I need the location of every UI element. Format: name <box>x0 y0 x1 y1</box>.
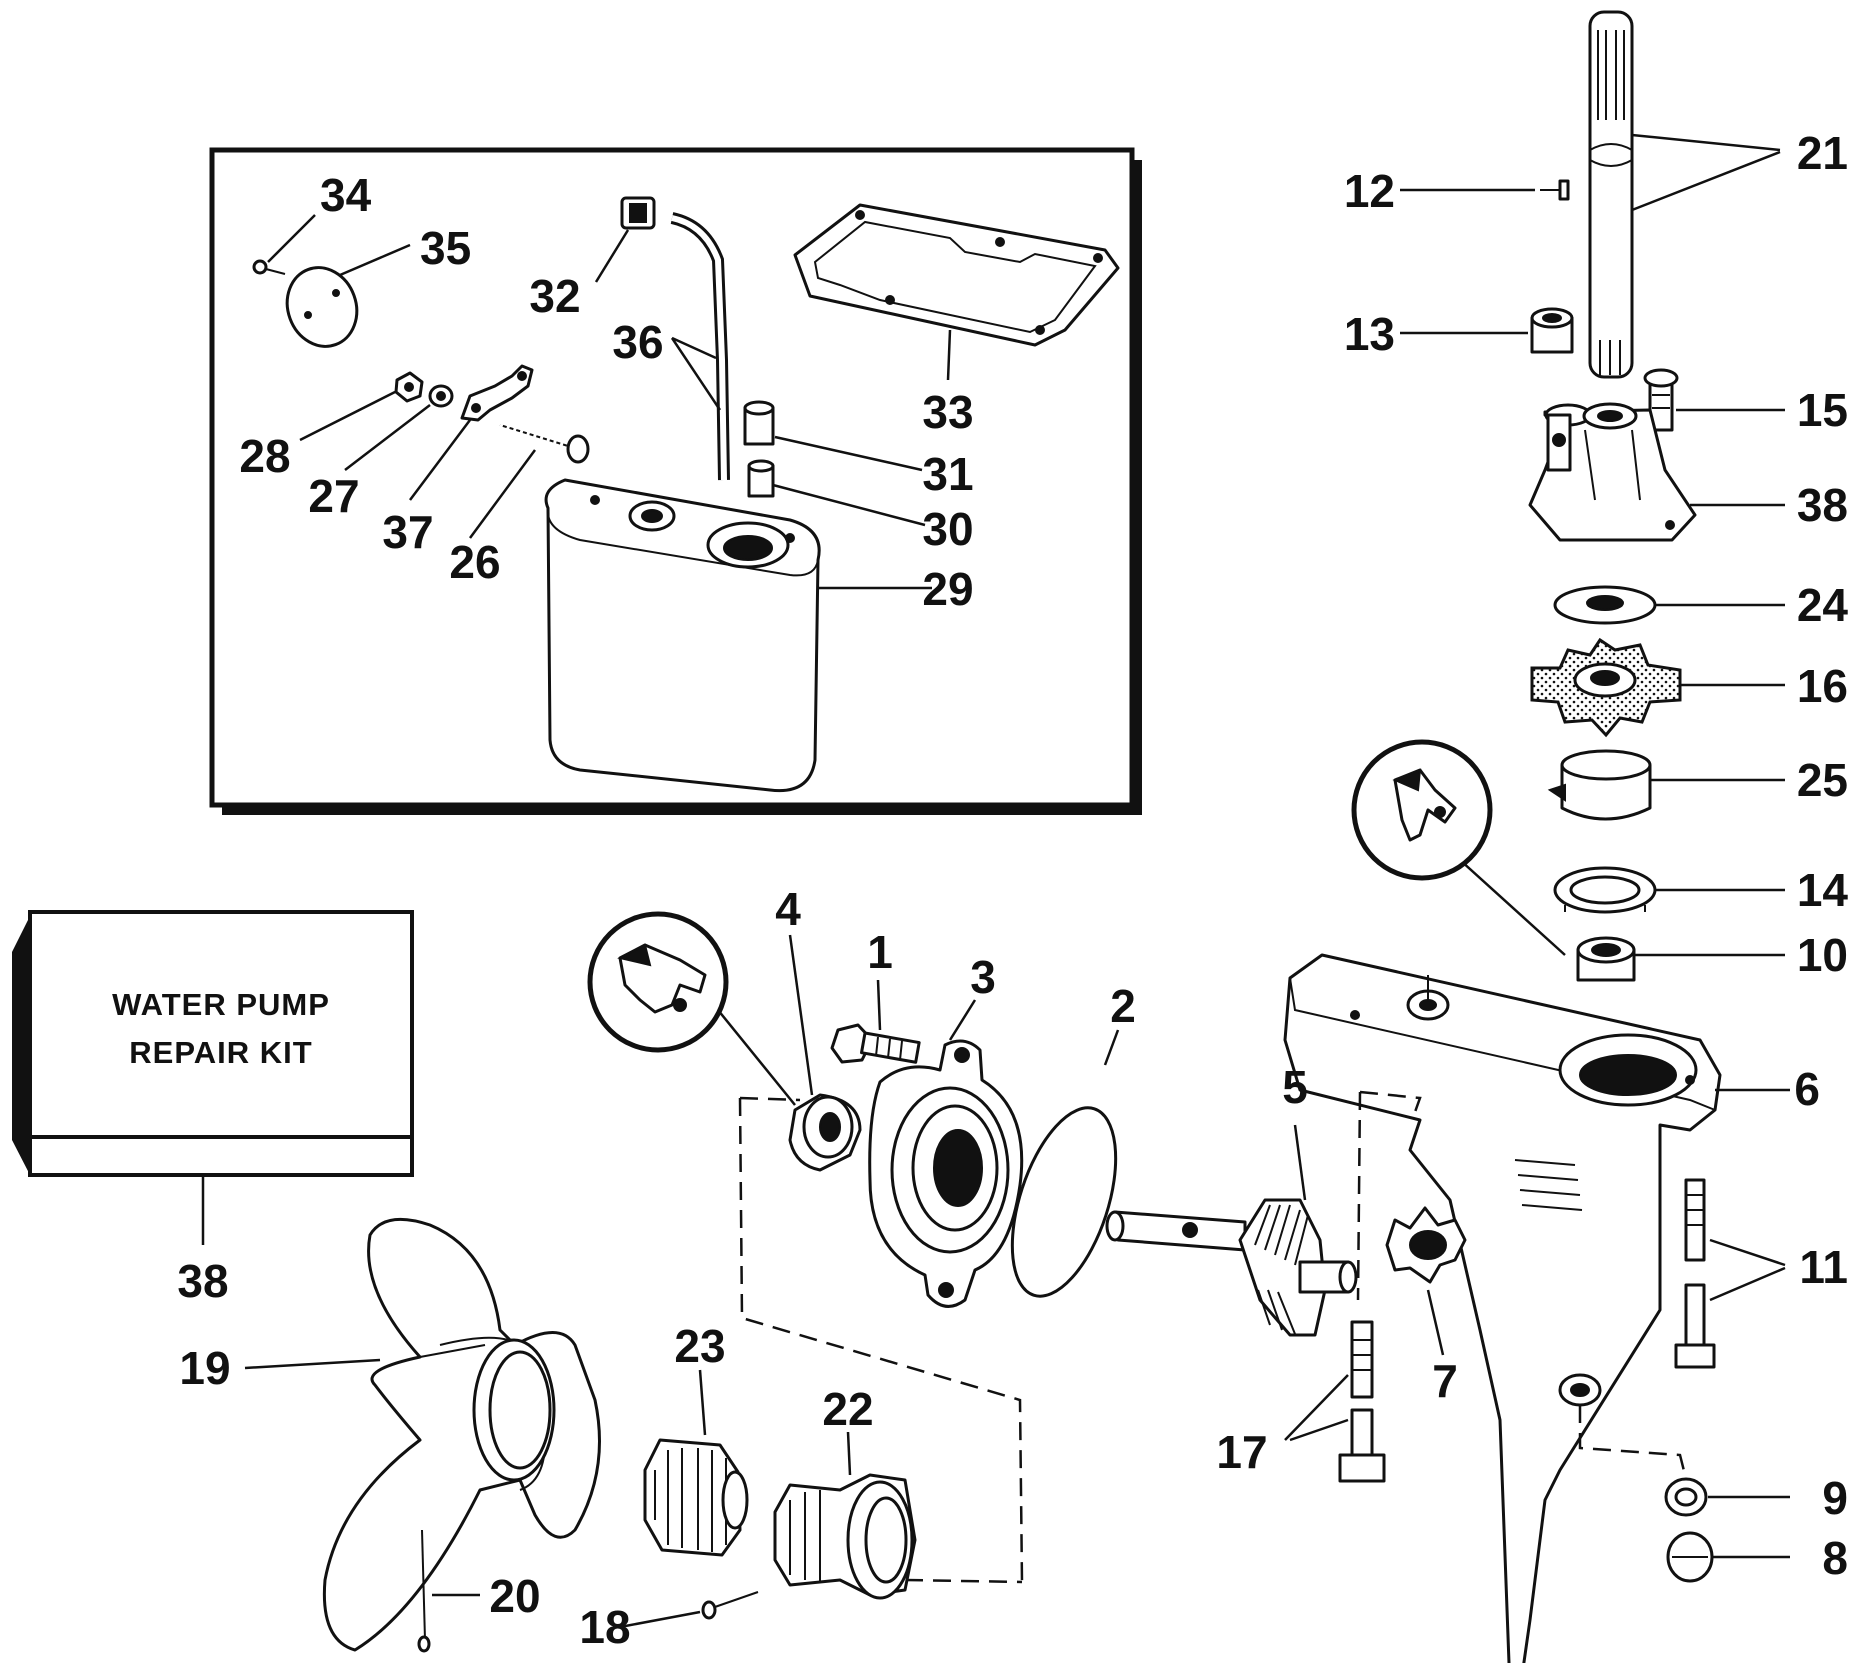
callout-21: 21 <box>1797 127 1848 179</box>
part-17-bolt <box>1338 1320 1386 1483</box>
part-28-nut <box>394 371 424 403</box>
callout-38-kit: 38 <box>177 1255 228 1307</box>
callout-19: 19 <box>179 1342 230 1394</box>
callout-24: 24 <box>1797 579 1849 631</box>
part-23-thrust-hub <box>643 1369 749 1557</box>
part-3-bearing-housing <box>868 999 1024 1308</box>
callout-5: 5 <box>1282 1061 1308 1113</box>
callout-13: 13 <box>1344 308 1395 360</box>
part-35-cover-plate <box>285 266 359 348</box>
part-22-hub-adapter <box>773 1431 917 1600</box>
callout-14: 14 <box>1797 864 1849 916</box>
callout-29: 29 <box>922 563 973 615</box>
leader-11b <box>1709 1266 1786 1302</box>
part-26-bolt <box>499 422 590 464</box>
part-12-pin <box>1540 179 1570 201</box>
callout-2: 2 <box>1110 980 1136 1032</box>
part-38-pump-housing <box>1528 402 1697 542</box>
callout-12: 12 <box>1344 165 1395 217</box>
callout-18: 18 <box>579 1601 630 1653</box>
dash-plug-path <box>1578 1405 1687 1476</box>
dash-assembly-bottom <box>904 1578 1023 1584</box>
part-37-bracket <box>460 364 534 422</box>
callout-8: 8 <box>1822 1532 1848 1584</box>
callout-30: 30 <box>922 503 973 555</box>
callout-17: 17 <box>1216 1426 1267 1478</box>
part-14-seal-ring <box>1553 866 1657 914</box>
part-15-screw <box>1643 368 1679 432</box>
part-36-tube <box>670 212 730 481</box>
callout-27: 27 <box>308 470 359 522</box>
part-16-impeller <box>1530 637 1682 738</box>
callout-4: 4 <box>775 883 801 935</box>
part-13-bushing <box>1530 307 1574 354</box>
part-34-screw <box>252 259 286 275</box>
part-11-studs <box>1674 1178 1716 1369</box>
callout-33: 33 <box>922 386 973 438</box>
callout-34: 34 <box>320 169 372 221</box>
callout-31: 31 <box>922 448 973 500</box>
part-27-washer <box>428 384 454 408</box>
callout-6: 6 <box>1794 1063 1820 1115</box>
callout-26: 26 <box>449 536 500 588</box>
part-7-gear <box>1385 1206 1467 1356</box>
part-6-gearcase <box>1283 953 1722 1663</box>
repair-kit-label-line1: WATER PUMP <box>112 987 330 1022</box>
callout-11: 11 <box>1799 1241 1848 1293</box>
callout-9: 9 <box>1822 1472 1848 1524</box>
callout-20: 20 <box>489 1570 540 1622</box>
part-1-bolt <box>830 979 921 1064</box>
repair-kit-box <box>12 910 414 1245</box>
callout-7: 7 <box>1432 1355 1458 1407</box>
part-33-gasket <box>793 203 1120 347</box>
part-5-drive-gear <box>1105 1124 1358 1337</box>
part-31-bushing <box>743 400 775 446</box>
part-10-bearing <box>1576 936 1636 982</box>
detail-circle-left <box>587 911 796 1106</box>
part-21-driveshaft <box>1588 10 1634 379</box>
callout-10: 10 <box>1797 929 1848 981</box>
part-29-exhaust-housing <box>544 478 821 793</box>
callout-23: 23 <box>674 1320 725 1372</box>
callout-38-housing: 38 <box>1797 479 1848 531</box>
callout-1: 1 <box>867 926 893 978</box>
leader-17 <box>1284 1374 1349 1442</box>
part-20-cotter-pin <box>417 1529 480 1653</box>
part-19-propeller <box>244 1217 601 1652</box>
part-32-grommet <box>620 196 656 230</box>
callout-15: 15 <box>1797 384 1848 436</box>
callout-36: 36 <box>612 316 663 368</box>
part-4-spacer <box>788 934 862 1172</box>
callout-28: 28 <box>239 430 290 482</box>
repair-kit-label-line2: REPAIR KIT <box>129 1035 312 1070</box>
part-25-liner <box>1547 749 1652 821</box>
dash-assembly-left <box>738 1096 1024 1583</box>
detail-circle-right <box>1351 739 1493 881</box>
callout-22: 22 <box>822 1383 873 1435</box>
part-2-o-ring <box>1010 1029 1120 1298</box>
inset-leader-lines <box>267 214 952 590</box>
dash-assembly-right <box>1356 1090 1422 1301</box>
callout-37: 37 <box>382 506 433 558</box>
callout-25: 25 <box>1797 754 1848 806</box>
part-18-pin <box>619 1591 759 1629</box>
part-30-bushing <box>747 459 775 498</box>
leader-11a <box>1709 1238 1786 1267</box>
callout-32: 32 <box>529 270 580 322</box>
right-leader-lines <box>1400 133 1785 957</box>
part-9-washer <box>1664 1477 1708 1517</box>
callout-35: 35 <box>420 222 471 274</box>
callout-3: 3 <box>970 951 996 1003</box>
part-8-plug-screw <box>1666 1531 1714 1583</box>
part-24-plate <box>1553 585 1657 625</box>
callout-16: 16 <box>1797 660 1848 712</box>
